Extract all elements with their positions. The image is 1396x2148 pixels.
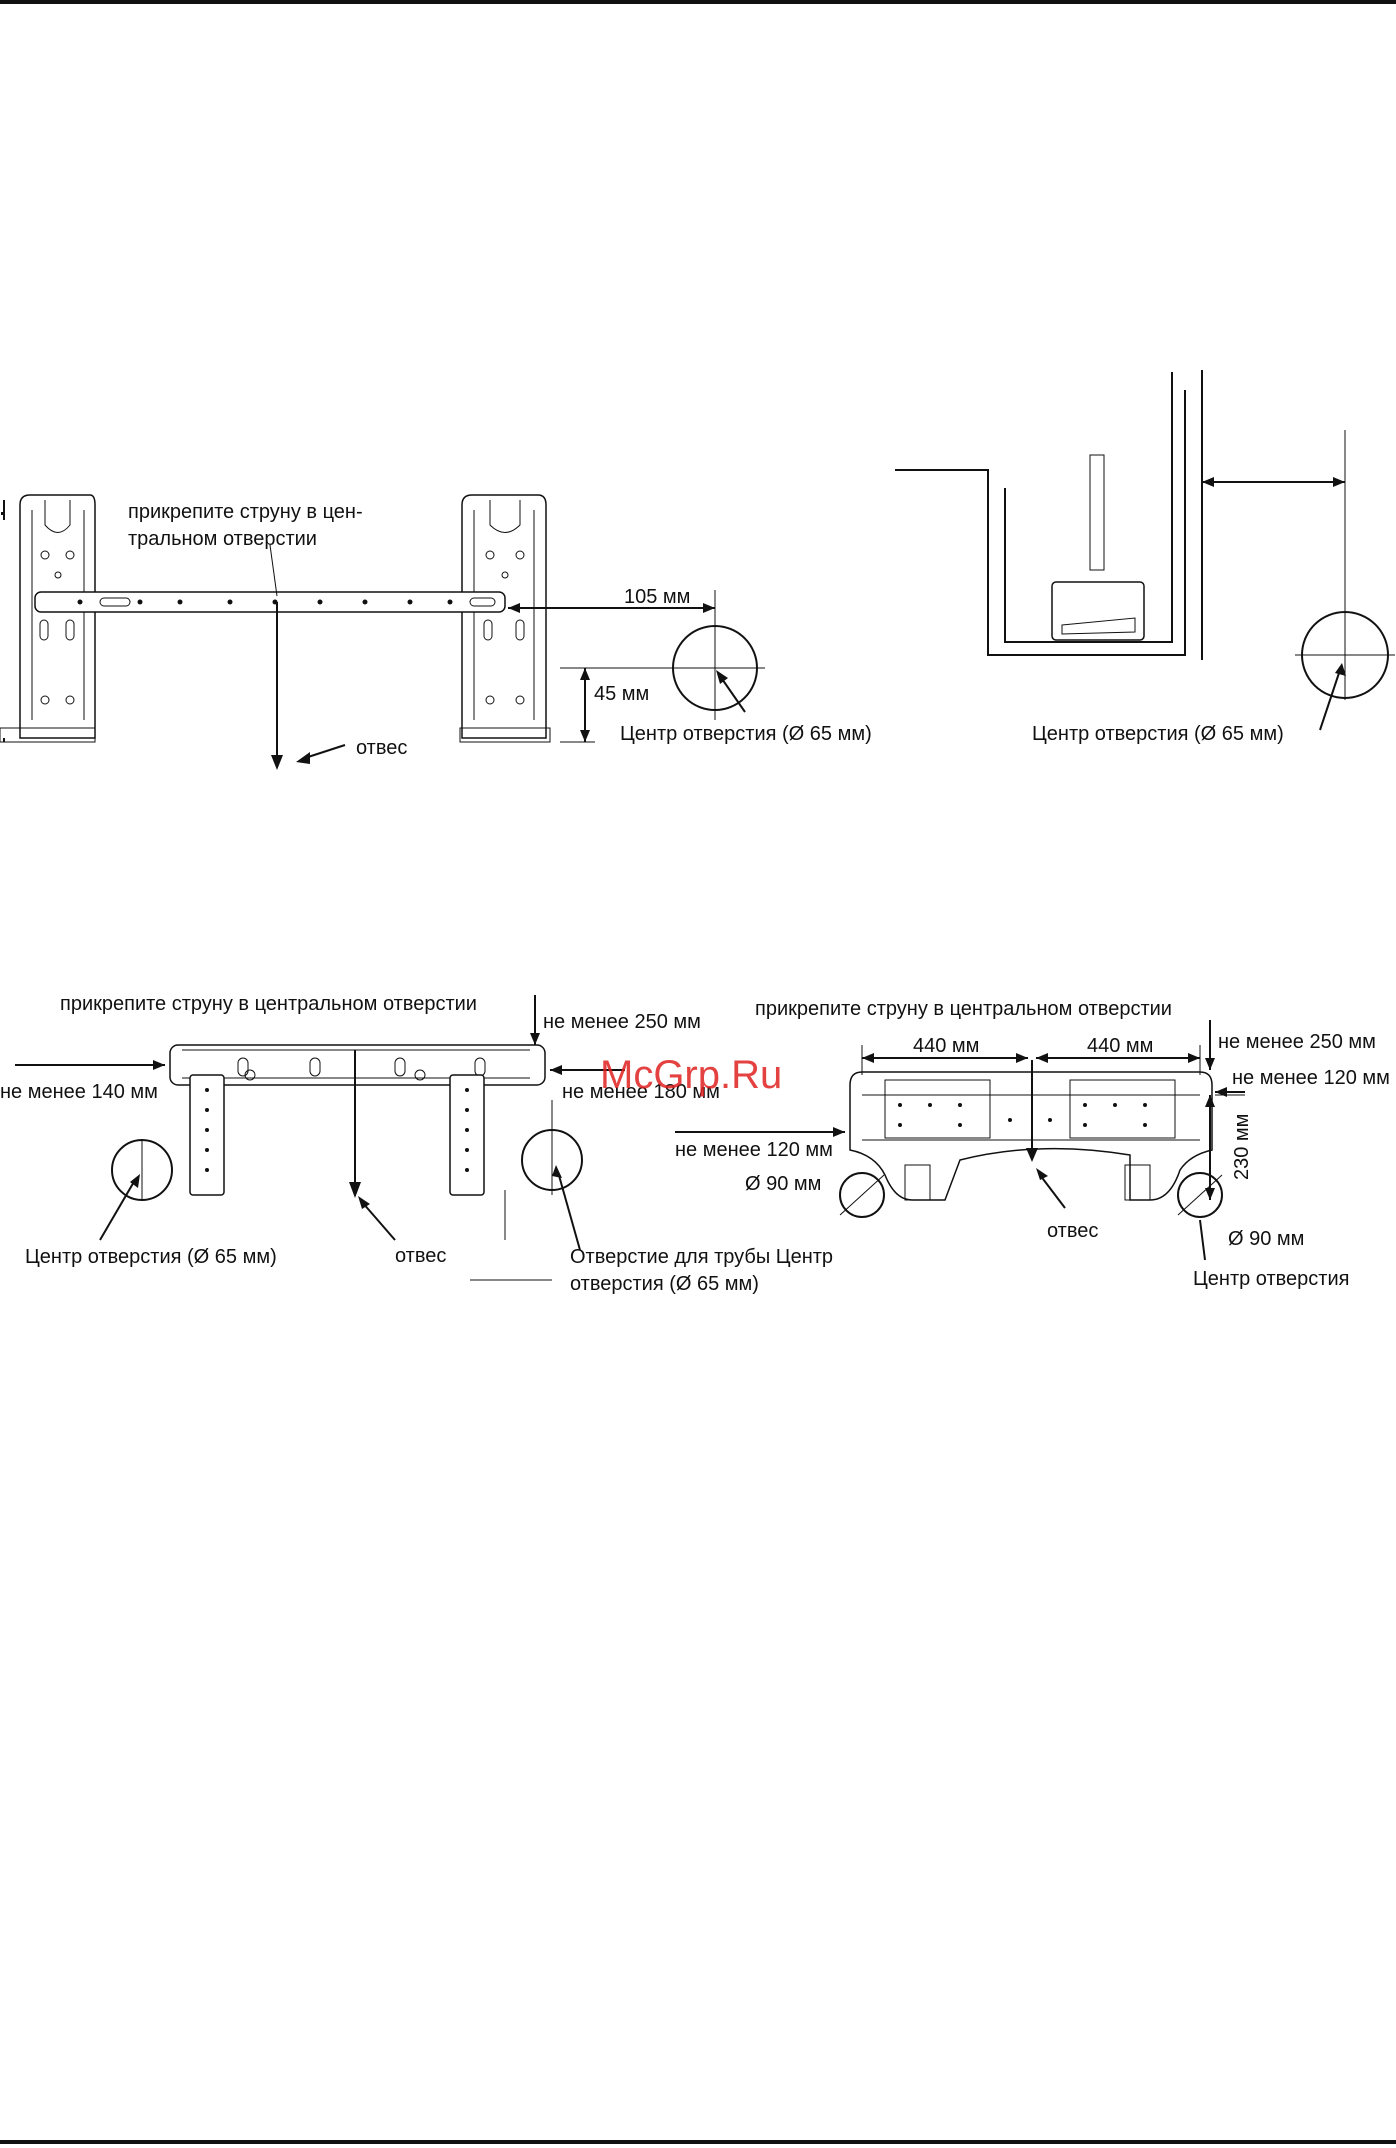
fig2-wall-section: Центр отверстия (Ø 65 мм) xyxy=(895,370,1395,745)
fig3-plumb-label: отвес xyxy=(395,1245,446,1267)
fig4-dim-230: 230 мм xyxy=(1231,1114,1253,1180)
fig4-plumb-label: отвес xyxy=(1047,1220,1098,1242)
bottom-rule xyxy=(0,2140,1396,2144)
fig1-string-label-2: тральном отверстии xyxy=(128,528,317,550)
fig4-hole-label: Центр отверстия xyxy=(1193,1268,1349,1290)
fig1-dim-45: 45 мм xyxy=(594,683,649,705)
fig3-hole-label: Центр отверстия (Ø 65 мм) xyxy=(25,1246,277,1268)
fig3-top-clearance: не менее 250 мм xyxy=(543,1011,701,1033)
fig4-string-label: прикрепите струну в центральном отверсти… xyxy=(755,998,1172,1020)
fig3-right-clearance: не менее 180 мм xyxy=(562,1081,720,1103)
fig2-hole-label: Центр отверстия (Ø 65 мм) xyxy=(1032,723,1284,745)
fig3-pipe-label-2: отверстия (Ø 65 мм) xyxy=(570,1273,759,1295)
fig3-left-clearance: не менее 140 мм xyxy=(0,1081,158,1103)
fig4-left-diameter: Ø 90 мм xyxy=(745,1173,821,1195)
fig4-top-clearance: не менее 250 мм xyxy=(1218,1031,1376,1053)
fig4-right-clearance: не менее 120 мм xyxy=(1232,1067,1390,1089)
fig1-mounting-plate: прикрепите струну в цен- тральном отверс… xyxy=(0,494,872,770)
top-rule xyxy=(0,0,1396,4)
fig3-pipe-label-1: Отверстие для трубы Центр xyxy=(570,1246,833,1268)
fig4-dim-right-440: 440 мм xyxy=(1087,1035,1153,1057)
watermark: McGrp.Ru xyxy=(600,1053,782,1097)
fig1-plumb-label: отвес xyxy=(356,737,407,759)
fig3-string-label: прикрепите струну в центральном отверсти… xyxy=(60,993,477,1015)
fig1-hole-label: Центр отверстия (Ø 65 мм) xyxy=(620,723,872,745)
fig4-right-diameter: Ø 90 мм xyxy=(1228,1228,1304,1250)
fig1-dim-105: 105 мм xyxy=(624,586,690,608)
fig4-left-clearance: не менее 120 мм xyxy=(675,1139,833,1161)
fig4-mounting-plate: прикрепите струну в центральном отверсти… xyxy=(675,998,1390,1290)
fig3-mounting-plate: прикрепите струну в центральном отверсти… xyxy=(0,993,833,1295)
fig4-dim-left-440: 440 мм xyxy=(913,1035,979,1057)
fig1-string-label-1: прикрепите струну в цен- xyxy=(128,501,363,523)
